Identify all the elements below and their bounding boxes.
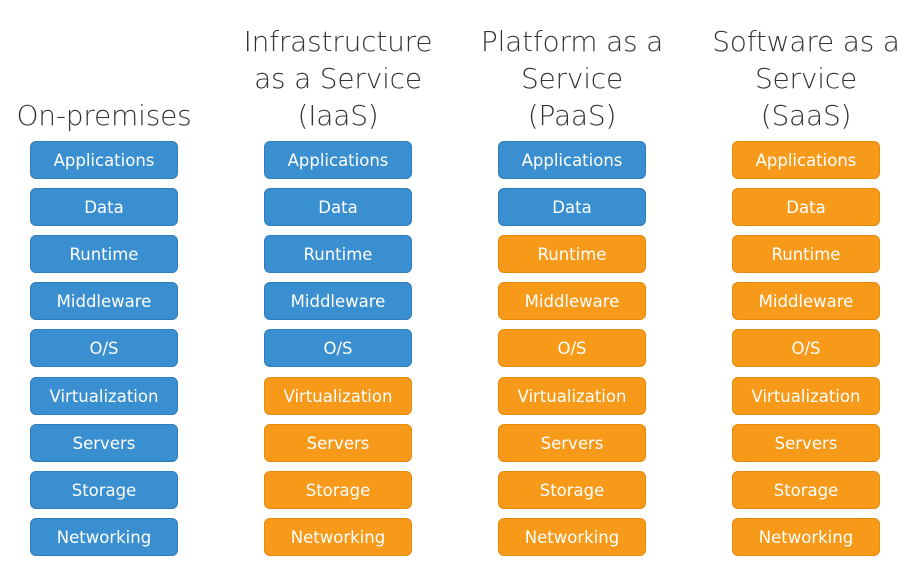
column-title-line: Service <box>520 62 624 95</box>
column-title-line: Service <box>754 62 858 95</box>
layer-applications: Applications <box>732 141 880 179</box>
layer-servers: Servers <box>732 424 880 462</box>
column-title-line: (IaaS) <box>297 99 379 132</box>
layer-storage: Storage <box>264 471 412 509</box>
column-title-line: as a Service <box>254 62 422 95</box>
layer-data: Data <box>498 188 646 226</box>
layer-storage: Storage <box>30 471 178 509</box>
column-title: On-premises <box>0 22 218 134</box>
layer-runtime: Runtime <box>732 235 880 273</box>
layer-middleware: Middleware <box>264 282 412 320</box>
layer-servers: Servers <box>30 424 178 462</box>
layer-networking: Networking <box>264 518 412 556</box>
layer-middleware: Middleware <box>498 282 646 320</box>
layer-applications: Applications <box>264 141 412 179</box>
layer-virtualization: Virtualization <box>30 377 178 415</box>
layer-networking: Networking <box>732 518 880 556</box>
layer-networking: Networking <box>498 518 646 556</box>
layer-middleware: Middleware <box>30 282 178 320</box>
layer-virtualization: Virtualization <box>264 377 412 415</box>
column-title-line: Infrastructure <box>243 25 433 58</box>
column-title: Software as a Service (SaaS) <box>692 22 918 134</box>
column-title-line: Platform as a <box>480 25 664 58</box>
column-title-line: Software as a <box>712 25 900 58</box>
layer-os: O/S <box>732 329 880 367</box>
layer-os: O/S <box>30 329 178 367</box>
column-title-line: (PaaS) <box>527 99 617 132</box>
layer-os: O/S <box>264 329 412 367</box>
layer-data: Data <box>264 188 412 226</box>
layer-applications: Applications <box>498 141 646 179</box>
column-title: Platform as a Service (PaaS) <box>458 22 686 134</box>
layer-runtime: Runtime <box>498 235 646 273</box>
layer-data: Data <box>30 188 178 226</box>
column-title: Infrastructure as a Service (IaaS) <box>224 22 452 134</box>
layer-storage: Storage <box>732 471 880 509</box>
column-title-line: (SaaS) <box>760 99 852 132</box>
layer-runtime: Runtime <box>30 235 178 273</box>
layer-middleware: Middleware <box>732 282 880 320</box>
column-title-line: On-premises <box>16 99 192 132</box>
layer-networking: Networking <box>30 518 178 556</box>
layer-runtime: Runtime <box>264 235 412 273</box>
layer-virtualization: Virtualization <box>498 377 646 415</box>
layer-os: O/S <box>498 329 646 367</box>
layer-applications: Applications <box>30 141 178 179</box>
layer-servers: Servers <box>498 424 646 462</box>
layer-storage: Storage <box>498 471 646 509</box>
layer-data: Data <box>732 188 880 226</box>
layer-virtualization: Virtualization <box>732 377 880 415</box>
layer-servers: Servers <box>264 424 412 462</box>
